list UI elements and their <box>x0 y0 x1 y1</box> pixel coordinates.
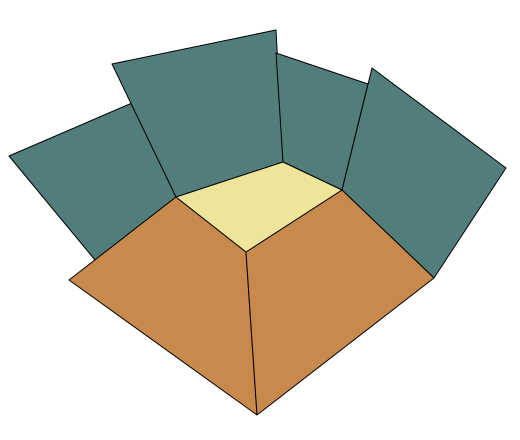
top-face <box>175 161 343 253</box>
